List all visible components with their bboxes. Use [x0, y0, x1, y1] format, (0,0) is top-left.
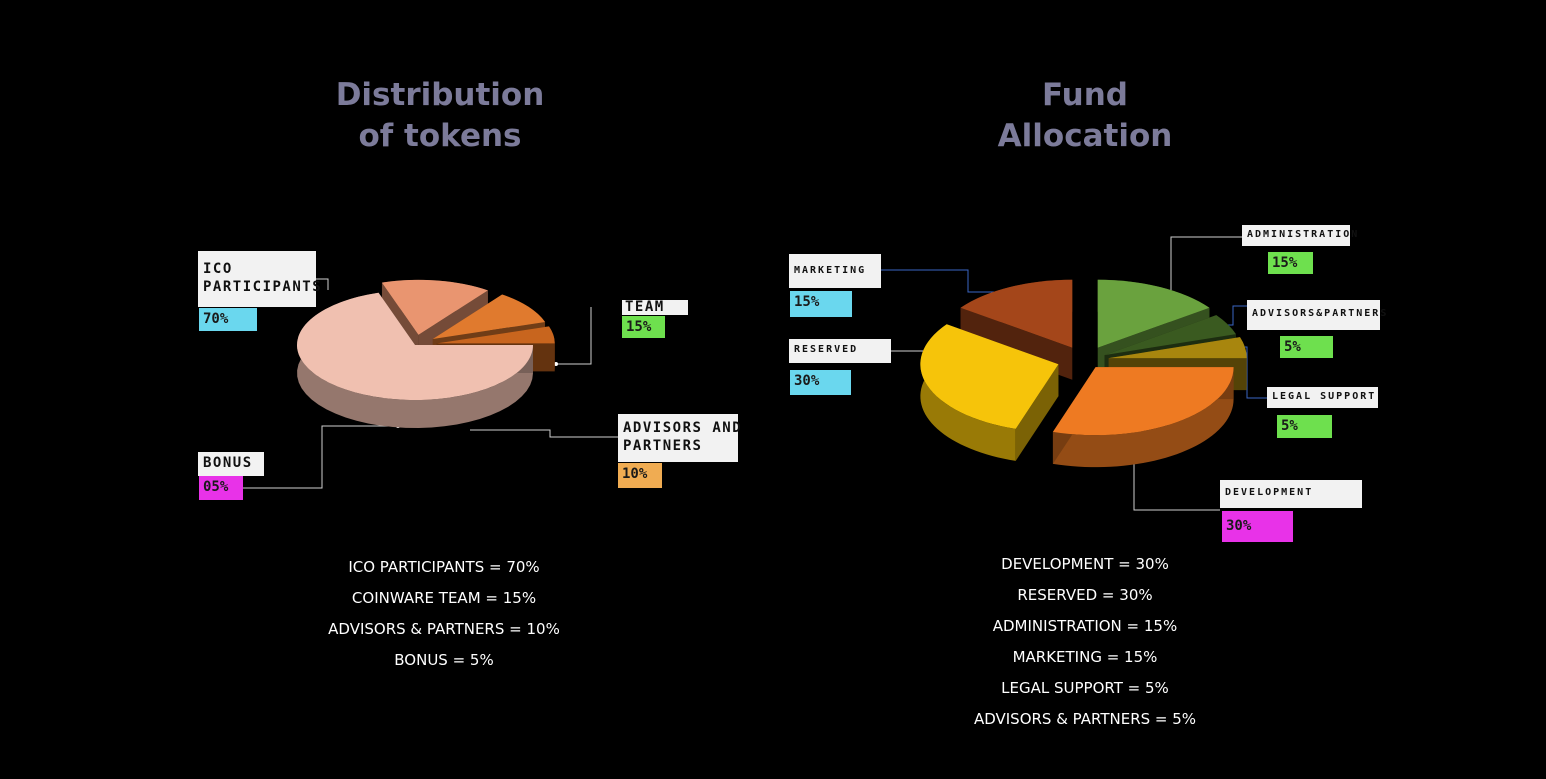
summary-line: ADVISORS & PARTNERS = 5% [973, 710, 1197, 728]
pct-administration: 15% [1268, 252, 1313, 274]
slice-top-advisors-partners [1108, 337, 1247, 359]
label-marketing: MARKETING [789, 254, 881, 288]
slice-top-advisors-and-partners [432, 294, 546, 339]
summary-line: ADMINISTRATION = 15% [992, 617, 1178, 635]
summary-line: ICO PARTICIPANTS = 70% [348, 558, 540, 576]
summary-line: MARKETING = 15% [1012, 648, 1158, 666]
distribution-summary: ICO PARTICIPANTS = 70% COINWARE TEAM = 1… [294, 552, 594, 676]
summary-line: COINWARE TEAM = 15% [351, 589, 537, 607]
summary-line: LEGAL SUPPORT = 5% [1001, 679, 1169, 697]
slice-top-marketing [1097, 279, 1210, 348]
distribution-slices [296, 279, 555, 428]
label-ico-line1: ICO [203, 261, 233, 277]
slice-top-development [1052, 367, 1234, 436]
slice-top-bonus [436, 326, 555, 344]
label-reserved: RESERVED [789, 339, 891, 363]
summary-line: DEVELOPMENT = 30% [1001, 555, 1169, 573]
pct-advisors-partners: 10% [618, 463, 662, 488]
pct-bonus: 05% [199, 476, 243, 500]
pct-reserved: 30% [790, 370, 851, 395]
fund-allocation-title-line1: Fund [1042, 77, 1128, 113]
label-development: DEVELOPMENT [1220, 480, 1362, 508]
leader-line-2 [470, 429, 618, 438]
pie-slice-reserved [920, 324, 1059, 461]
label-advisors-line1: ADVISORS AND [623, 420, 743, 436]
summary-line: RESERVED = 30% [1017, 586, 1153, 604]
slice-top-ico-participants [296, 292, 533, 400]
leader-line-0 [316, 278, 329, 290]
summary-line: BONUS = 5% [394, 651, 494, 669]
leader-line-1 [556, 307, 592, 365]
label-advisors-line2: PARTNERS [623, 438, 703, 454]
slice-top-reserved [920, 324, 1059, 429]
pct-advisors-partners-fund: 5% [1280, 336, 1333, 358]
pct-development: 30% [1222, 511, 1293, 542]
slice-top-legal-support [1104, 315, 1236, 356]
pct-ico-participants: 70% [199, 308, 257, 331]
label-administration: ADMINISTRATION [1242, 225, 1357, 246]
distribution-leader-lines [243, 278, 618, 489]
slice-side-reserved [920, 324, 1016, 461]
distribution-title: Distribution of tokens [260, 75, 620, 157]
slice-side-development [1052, 367, 1234, 468]
slice-side-ico-participants [297, 292, 533, 428]
pie-slice-ico-participants [296, 292, 533, 428]
distribution-title-line1: Distribution [335, 77, 545, 113]
summary-line: ADVISORS & PARTNERS = 10% [328, 620, 560, 638]
pct-team: 15% [622, 316, 665, 338]
label-advisors-partners-fund: ADVISORS&PARTNERS [1247, 300, 1386, 330]
label-bonus: BONUS [198, 452, 264, 476]
label-ico-line2: PARTICIPANTS [203, 279, 323, 295]
label-ico-participants: ICO PARTICIPANTS [198, 251, 323, 307]
label-legal-support: LEGAL SUPPORT [1267, 387, 1378, 408]
fund-allocation-title: Fund Allocation [905, 75, 1265, 157]
leader-line-5 [1133, 452, 1220, 511]
slice-top-team [381, 279, 488, 335]
distribution-title-line2: of tokens [358, 118, 522, 154]
leader-dot [554, 362, 558, 366]
fund-allocation-title-line2: Allocation [997, 118, 1173, 154]
slice-top-administration [960, 279, 1073, 348]
label-team: TEAM [622, 300, 688, 315]
leader-line-3 [243, 425, 398, 489]
fund-allocation-summary: DEVELOPMENT = 30% RESERVED = 30% ADMINIS… [935, 549, 1235, 735]
fund-slices [920, 279, 1247, 468]
pct-legal-support: 5% [1277, 415, 1332, 438]
pct-marketing: 15% [790, 291, 852, 317]
label-advisors-partners: ADVISORS AND PARTNERS [618, 414, 743, 462]
pie-slice-development [1052, 367, 1234, 468]
